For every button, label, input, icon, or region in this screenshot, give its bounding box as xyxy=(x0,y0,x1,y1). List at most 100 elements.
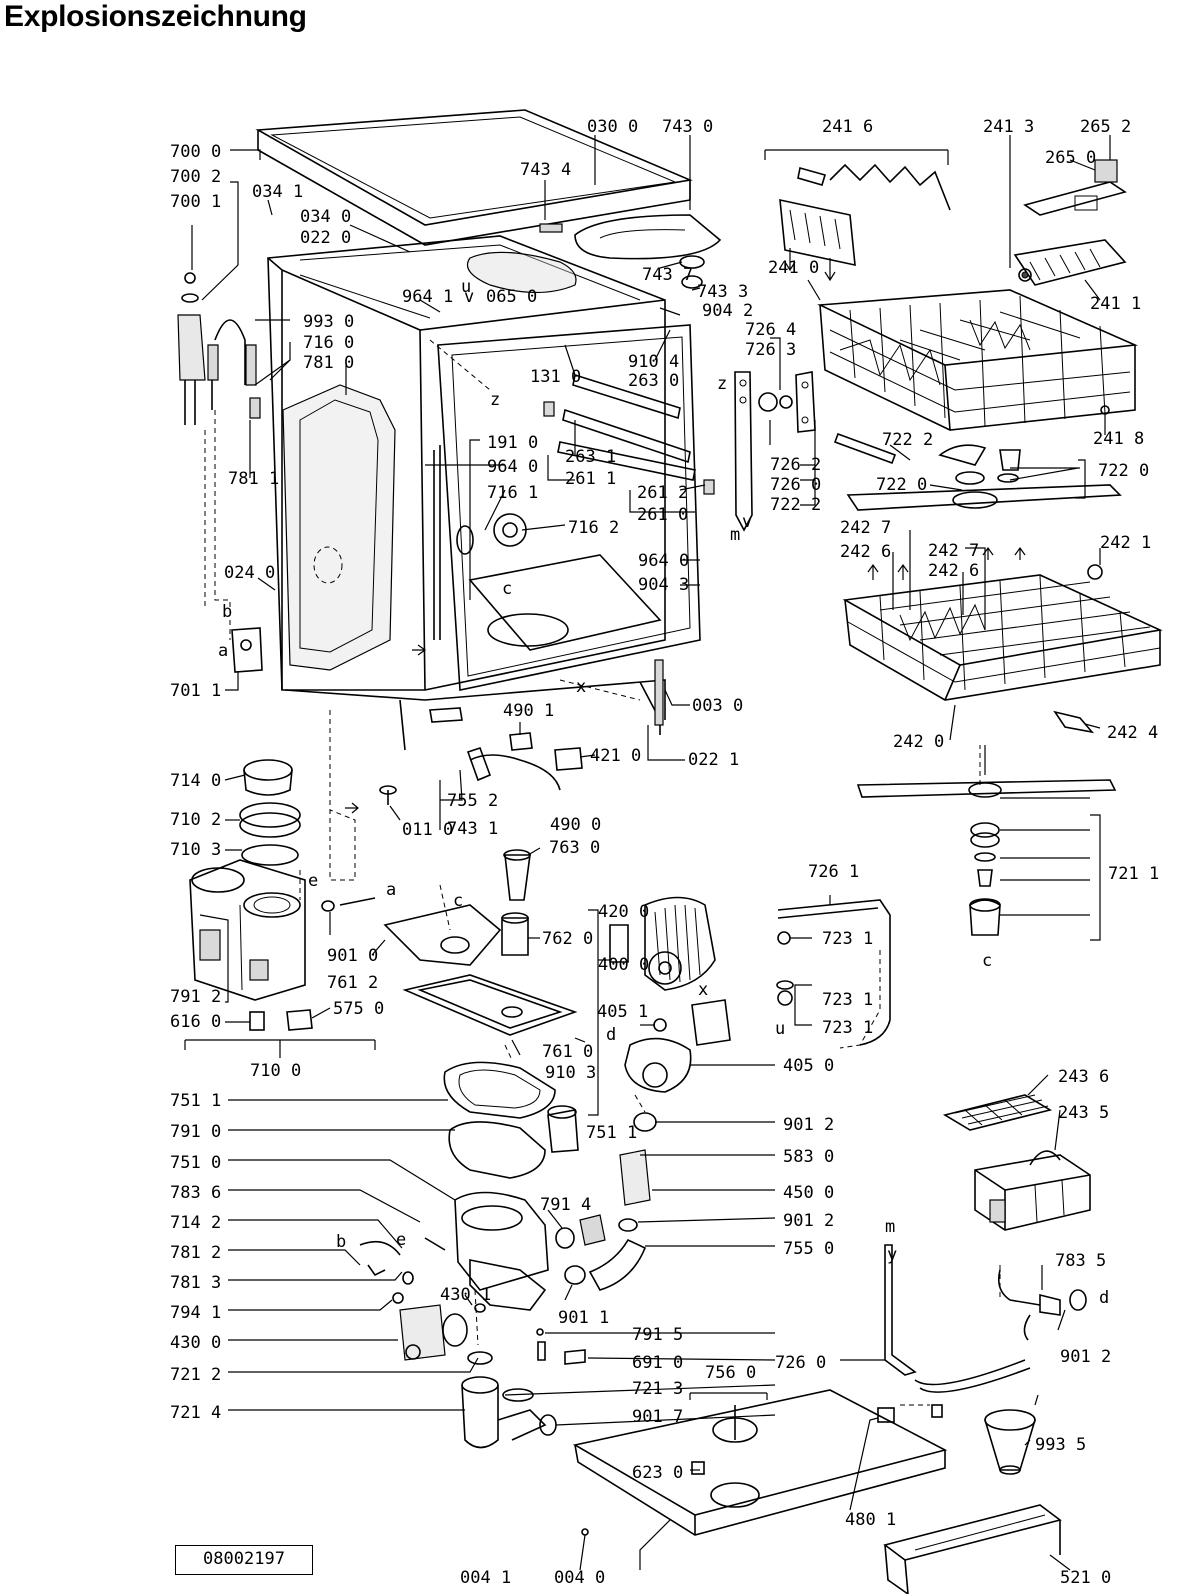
upper-basket xyxy=(816,289,1139,431)
part-label-2424: 242 4 xyxy=(1107,723,1158,743)
part-label-4801: 480 1 xyxy=(845,1510,896,1530)
marker-b: b xyxy=(222,602,232,622)
part-label-7103: 710 3 xyxy=(170,840,221,860)
part-label-9640: 964 0 xyxy=(487,457,538,477)
part-label-7912: 791 2 xyxy=(170,987,221,1007)
part-label-7100: 710 0 xyxy=(250,1061,301,1081)
part-label-7102: 710 2 xyxy=(170,810,221,830)
part-label-6230: 623 0 xyxy=(632,1463,683,1483)
part-label-2612: 261 2 xyxy=(637,483,688,503)
part-label-7612: 761 2 xyxy=(327,973,378,993)
part-label-7434: 743 4 xyxy=(520,160,571,180)
part-label-7140: 714 0 xyxy=(170,771,221,791)
part-label-7212: 721 2 xyxy=(170,1365,221,1385)
marker-z: z xyxy=(717,374,727,394)
part-label-7433: 743 3 xyxy=(697,282,748,302)
side-rail-726 xyxy=(734,371,816,532)
part-label-7260b: 726 0 xyxy=(775,1353,826,1373)
part-label-2413: 241 3 xyxy=(983,117,1034,137)
part-label-2411: 241 1 xyxy=(1090,294,1141,314)
page-title: Explosionszeichnung xyxy=(4,0,307,33)
part-label-7211: 721 1 xyxy=(1108,864,1159,884)
part-label-4200: 420 0 xyxy=(598,902,649,922)
part-label-9104: 910 4 xyxy=(628,352,679,372)
part-label-7222: 722 2 xyxy=(882,430,933,450)
marker-u: u xyxy=(775,1019,785,1039)
lid-tab xyxy=(574,214,722,260)
part-label-2420: 242 0 xyxy=(893,732,944,752)
clip-242-1 xyxy=(1087,564,1103,580)
marker-a: a xyxy=(218,641,228,661)
part-label-7552: 755 2 xyxy=(447,791,498,811)
part-label-7261: 726 1 xyxy=(808,862,859,882)
part-label-0220: 022 0 xyxy=(300,228,351,248)
ring-743-3 xyxy=(681,275,703,289)
part-label-7813: 781 3 xyxy=(170,1273,221,1293)
marker-v: v xyxy=(464,287,474,307)
part-label-2611: 261 1 xyxy=(565,469,616,489)
part-label-7620: 762 0 xyxy=(542,929,593,949)
marker-e: e xyxy=(396,1230,406,1250)
part-label-7914: 791 4 xyxy=(540,1195,591,1215)
part-label-7260: 726 0 xyxy=(770,475,821,495)
part-label-9641: 964 1 xyxy=(402,287,453,307)
marker-c: c xyxy=(453,891,463,911)
part-label-2610: 261 0 xyxy=(637,505,688,525)
part-label-7161: 716 1 xyxy=(487,483,538,503)
part-label-7437: 743 7 xyxy=(642,265,693,285)
part-label-4000: 400 0 xyxy=(598,955,649,975)
marker-m: m xyxy=(730,525,740,545)
part-label-7431: 743 1 xyxy=(447,819,498,839)
part-label-4300: 430 0 xyxy=(170,1333,221,1353)
part-label-9103: 910 3 xyxy=(545,1063,596,1083)
part-label-2418: 241 8 xyxy=(1093,429,1144,449)
part-label-7430: 743 0 xyxy=(662,117,713,137)
sump-assembly xyxy=(383,849,657,1311)
part-label-2426: 242 6 xyxy=(840,542,891,562)
part-label-7910: 791 0 xyxy=(170,1122,221,1142)
part-label-7220: 722 0 xyxy=(1098,461,1149,481)
part-label-0041: 004 1 xyxy=(460,1568,511,1588)
clip-242-4 xyxy=(1053,710,1095,734)
part-label-0030: 003 0 xyxy=(692,696,743,716)
part-label-7214: 721 4 xyxy=(170,1403,221,1423)
part-label-7262: 726 2 xyxy=(770,455,821,475)
part-label-7011: 701 1 xyxy=(170,681,221,701)
cup-rack xyxy=(779,163,951,267)
cutlery-basket xyxy=(942,1094,1091,1231)
marker-b: b xyxy=(336,1232,346,1252)
base-tray xyxy=(572,1389,948,1536)
part-label-0340: 034 0 xyxy=(300,207,351,227)
part-label-4900: 490 0 xyxy=(550,815,601,835)
part-label-9017: 901 7 xyxy=(632,1407,683,1427)
part-label-4301: 430 1 xyxy=(440,1285,491,1305)
part-label-2652: 265 2 xyxy=(1080,117,1131,137)
part-label-2427b: 242 7 xyxy=(928,541,979,561)
part-label-7630: 763 0 xyxy=(549,838,600,858)
part-label-0341: 034 1 xyxy=(252,182,303,202)
part-label-4500: 450 0 xyxy=(783,1183,834,1203)
part-label-7264: 726 4 xyxy=(745,320,796,340)
part-label-9011: 901 1 xyxy=(558,1308,609,1328)
part-label-7231b: 723 1 xyxy=(822,990,873,1010)
part-label-9042: 904 2 xyxy=(702,301,753,321)
upper-spray-arm xyxy=(833,432,1122,511)
part-label-7142: 714 2 xyxy=(170,1213,221,1233)
part-label-7002: 700 2 xyxy=(170,167,221,187)
part-label-7811: 781 1 xyxy=(228,469,279,489)
part-label-2435: 243 5 xyxy=(1058,1103,1109,1123)
part-label-4901: 490 1 xyxy=(503,701,554,721)
lower-spray-arm xyxy=(856,779,1117,936)
part-label-7213: 721 3 xyxy=(632,1379,683,1399)
part-label-4210: 421 0 xyxy=(590,746,641,766)
part-label-9010: 901 0 xyxy=(327,946,378,966)
part-label-0040: 004 0 xyxy=(554,1568,605,1588)
part-label-9640b: 964 0 xyxy=(638,551,689,571)
part-label-2421: 242 1 xyxy=(1100,533,1151,553)
part-label-7511: 751 1 xyxy=(170,1091,221,1111)
part-label-7231c: 723 1 xyxy=(822,1018,873,1038)
part-label-7835: 783 5 xyxy=(1055,1251,1106,1271)
part-label-2416: 241 6 xyxy=(822,117,873,137)
funnel xyxy=(984,1409,1036,1475)
